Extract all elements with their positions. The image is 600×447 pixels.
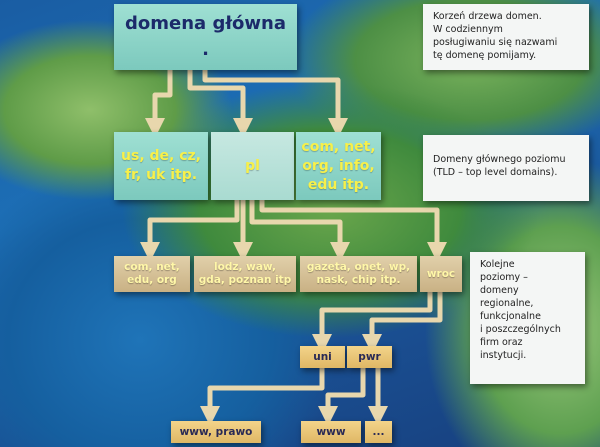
second-level-line: com, net,: [124, 261, 180, 273]
second-level-regional-box: lodz, waw, gda, poznan itp: [194, 256, 296, 292]
third-level-uni-label: uni: [313, 351, 332, 363]
tld-note: Domeny głównego poziomu (TLD – top level…: [423, 135, 589, 201]
lower-note-line: domeny: [480, 285, 519, 296]
tld-country-line: us, de, cz,: [121, 148, 201, 164]
second-level-functional-box: com, net, edu, org: [114, 256, 190, 292]
lower-note-line: funkcjonalne: [480, 311, 541, 322]
second-level-wroc-label: wroc: [426, 267, 456, 280]
lower-note-line: regionalne,: [480, 298, 534, 309]
tld-generic-line: edu itp.: [307, 176, 370, 193]
tld-country-box: us, de, cz, fr, uk itp.: [114, 132, 208, 200]
second-level-company-box: gazeta, onet, wp, nask, chip itp.: [300, 256, 417, 292]
lower-note-line: poziomy –: [480, 272, 528, 283]
second-level-line: nask, chip itp.: [316, 274, 401, 286]
lower-note-line: Kolejne: [480, 259, 515, 270]
connector-pwr-www: [318, 368, 366, 426]
root-domain-dot: .: [202, 39, 209, 60]
second-level-line: gazeta, onet, wp,: [306, 261, 411, 273]
fourth-level-ellipsis-label: ...: [372, 426, 385, 438]
second-level-line: gda, poznan itp: [198, 274, 292, 286]
connector-wroc-uni: [312, 292, 433, 354]
tld-generic-line: org, info,: [302, 157, 375, 174]
root-note-line: Korzeń drzewa domen.: [433, 11, 542, 22]
connector-pl-gazeta: [249, 200, 350, 262]
connector-uni-www: [200, 368, 325, 426]
root-domain-label: domena główna: [125, 13, 286, 34]
third-level-uni-box: uni: [300, 346, 345, 368]
root-domain-box: domena główna .: [114, 4, 297, 70]
third-level-pwr-label: pwr: [358, 351, 381, 363]
second-level-wroc-box: wroc: [420, 256, 462, 292]
connector-root-us: [145, 70, 173, 138]
second-level-line: lodz, waw,: [214, 261, 276, 273]
connector-root-pl: [187, 70, 253, 138]
lower-note-line: firm oraz: [480, 337, 523, 348]
connector-wroc-pwr: [362, 292, 443, 354]
fourth-level-www-prawo-box: www, prawo: [171, 421, 261, 443]
tld-pl-label: pl: [245, 157, 260, 174]
tld-generic-box: com, net, org, info, edu itp.: [296, 132, 381, 200]
root-note-line: W codziennym: [433, 24, 503, 35]
fourth-level-www-box: www: [301, 421, 361, 443]
tld-pl-box: pl: [211, 132, 294, 200]
connector-root-com: [202, 70, 348, 138]
second-level-line: edu, org: [127, 274, 177, 286]
third-level-pwr-box: pwr: [347, 346, 392, 368]
root-note: Korzeń drzewa domen. W codziennym posług…: [423, 4, 589, 70]
lower-note-line: instytucji.: [480, 350, 527, 361]
fourth-level-www-prawo-label: www, prawo: [179, 426, 253, 438]
root-note-line: posługiwaniu się nazwami: [433, 37, 558, 48]
tld-note-line: (TLD – top level domains).: [433, 167, 558, 178]
fourth-level-www-label: www: [316, 426, 346, 438]
connector-pl-wroc: [259, 200, 447, 262]
root-note-line: tę domenę pomijamy.: [433, 50, 537, 61]
tld-generic-line: com, net,: [301, 138, 376, 155]
lower-levels-note: Kolejne poziomy – domeny regionalne, fun…: [470, 252, 585, 384]
connector-pl-com: [140, 200, 240, 262]
lower-note-line: i poszczególnych: [480, 324, 561, 335]
tld-note-line: Domeny głównego poziomu: [433, 154, 566, 165]
fourth-level-ellipsis-box: ...: [365, 421, 392, 443]
tld-country-line: fr, uk itp.: [124, 167, 198, 183]
